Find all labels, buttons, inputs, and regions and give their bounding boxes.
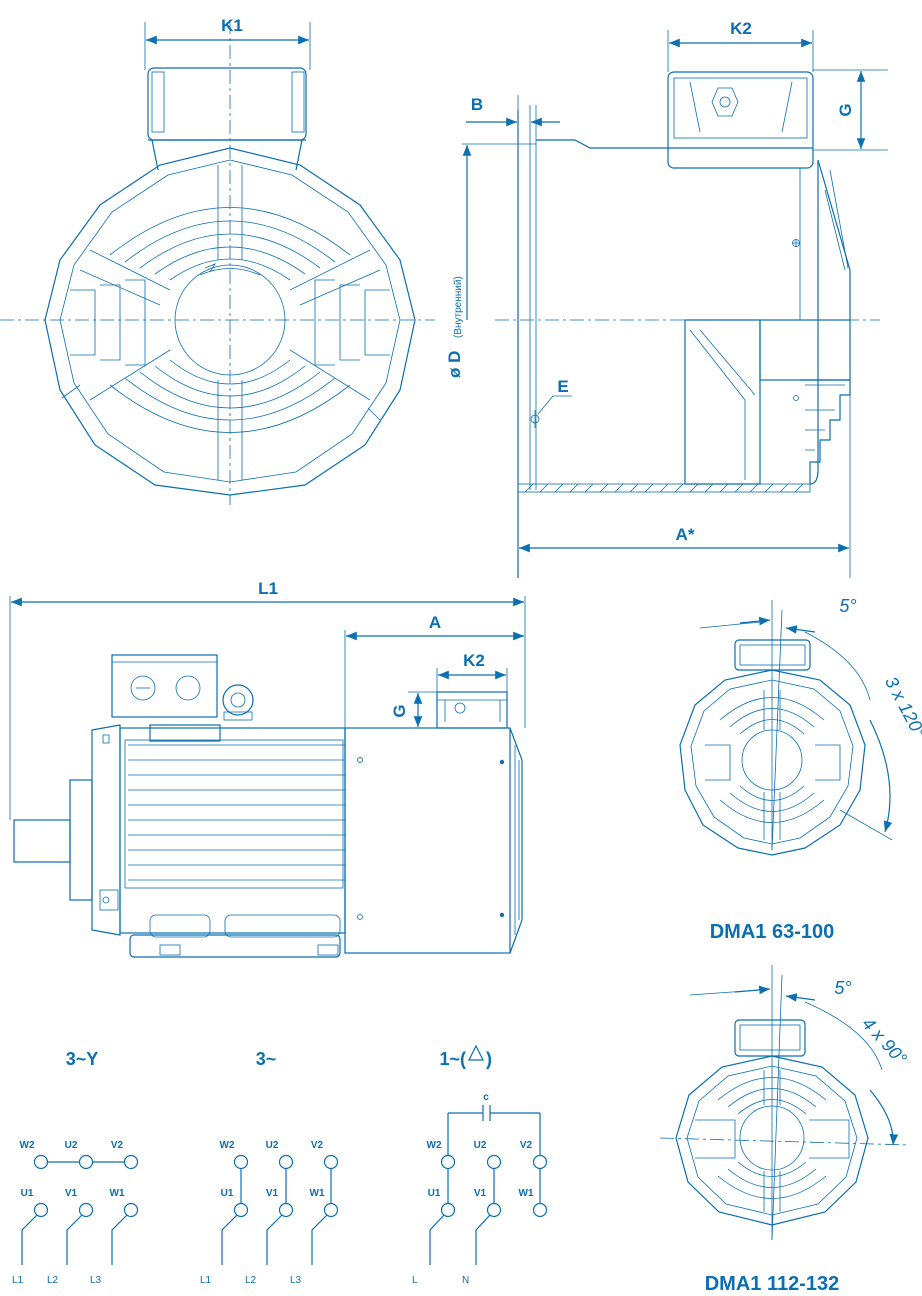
- b-label: B: [471, 95, 483, 114]
- wiring-single-phase: 1~( ) c W2 U2 V2 U1 V1 W1 L N: [412, 1044, 548, 1286]
- d-sub-label: (Внутренний): [453, 276, 464, 338]
- star-line-2: L3: [90, 1275, 102, 1286]
- delta-bottom-1: V1: [266, 1188, 279, 1199]
- delta-top-0: W2: [220, 1140, 235, 1151]
- dimension-d: ø D (Внутренний): [445, 143, 536, 378]
- delta-bottom-0: U1: [221, 1188, 234, 1199]
- small-fan-cover-view: 5° 3 x 120° DMA1 63-100: [679, 596, 922, 943]
- dimension-l1: L1: [9, 579, 526, 820]
- a-star-label: A*: [676, 525, 695, 544]
- dimension-b: B: [466, 95, 560, 127]
- capacitor-label: c: [483, 1092, 489, 1103]
- single-line-0: L: [412, 1275, 418, 1286]
- single-title: 1~(: [439, 1049, 466, 1069]
- delta-title: 3~: [256, 1049, 277, 1069]
- single-top-0: W2: [427, 1140, 442, 1151]
- star-top-2: V2: [111, 1140, 124, 1151]
- wiring-delta: 3~ W2 U2 V2 U1 V1 W1 L1 L2 L3: [200, 1049, 339, 1286]
- single-bottom-1: V1: [474, 1188, 487, 1199]
- single-line-1: N: [462, 1275, 469, 1286]
- large-fan-cover-view: 5° 4 x 90° DMA1 112-132: [659, 965, 911, 1295]
- dimension-e: E: [537, 377, 572, 415]
- small-title: DMA1 63-100: [710, 921, 835, 943]
- star-top-1: U2: [65, 1140, 78, 1151]
- dimension-k2-side: K2: [667, 19, 814, 72]
- end-view-fan-cover: [0, 20, 435, 505]
- large-title: DMA1 112-132: [705, 1273, 840, 1295]
- star-bottom-0: U1: [21, 1188, 34, 1199]
- dimension-a-star: A*: [519, 320, 851, 578]
- delta-line-0: L1: [200, 1275, 212, 1286]
- delta-line-1: L2: [245, 1275, 257, 1286]
- dimension-g-front: G: [390, 691, 437, 729]
- delta-line-2: L3: [290, 1275, 302, 1286]
- single-top-2: V2: [520, 1140, 533, 1151]
- k2-side-label: K2: [730, 19, 752, 38]
- wiring-star: 3~Y W2 U2 V2 U1 V1 W1 L1 L2 L3: [12, 1049, 139, 1286]
- g-front-label: G: [390, 704, 409, 717]
- star-bottom-2: W1: [110, 1188, 125, 1199]
- delta-top-1: U2: [266, 1140, 279, 1151]
- e-label: E: [557, 377, 568, 396]
- k2-front-label: K2: [463, 651, 485, 670]
- side-section-view: [495, 71, 880, 578]
- large-5deg-label: 5°: [834, 978, 851, 998]
- small-5deg-label: 5°: [839, 596, 856, 616]
- motor-side-view: [13, 654, 523, 958]
- dimension-k2-front: K2: [436, 651, 508, 692]
- delta-symbol-icon: [468, 1044, 484, 1061]
- dimension-a: A: [344, 613, 524, 728]
- large-pattern-label: 4 x 90°: [858, 1013, 910, 1068]
- star-title: 3~Y: [66, 1049, 99, 1069]
- dimension-g-side: G: [813, 69, 888, 151]
- star-bottom-1: V1: [65, 1188, 78, 1199]
- l1-label: L1: [258, 579, 278, 598]
- d-label: ø D: [445, 351, 464, 378]
- single-top-1: U2: [474, 1140, 487, 1151]
- single-bottom-2: W1: [519, 1188, 534, 1199]
- delta-top-2: V2: [311, 1140, 324, 1151]
- g-side-label: G: [836, 103, 855, 116]
- dimension-k1: K1: [144, 16, 311, 70]
- star-line-1: L2: [47, 1275, 59, 1286]
- a-label: A: [429, 613, 441, 632]
- star-line-0: L1: [12, 1275, 24, 1286]
- small-pattern-label: 3 x 120°: [881, 673, 922, 741]
- single-bottom-0: U1: [428, 1188, 441, 1199]
- delta-bottom-2: W1: [310, 1188, 325, 1199]
- star-top-0: W2: [20, 1140, 35, 1151]
- k1-label: K1: [221, 16, 243, 35]
- single-title-tail: ): [486, 1049, 492, 1069]
